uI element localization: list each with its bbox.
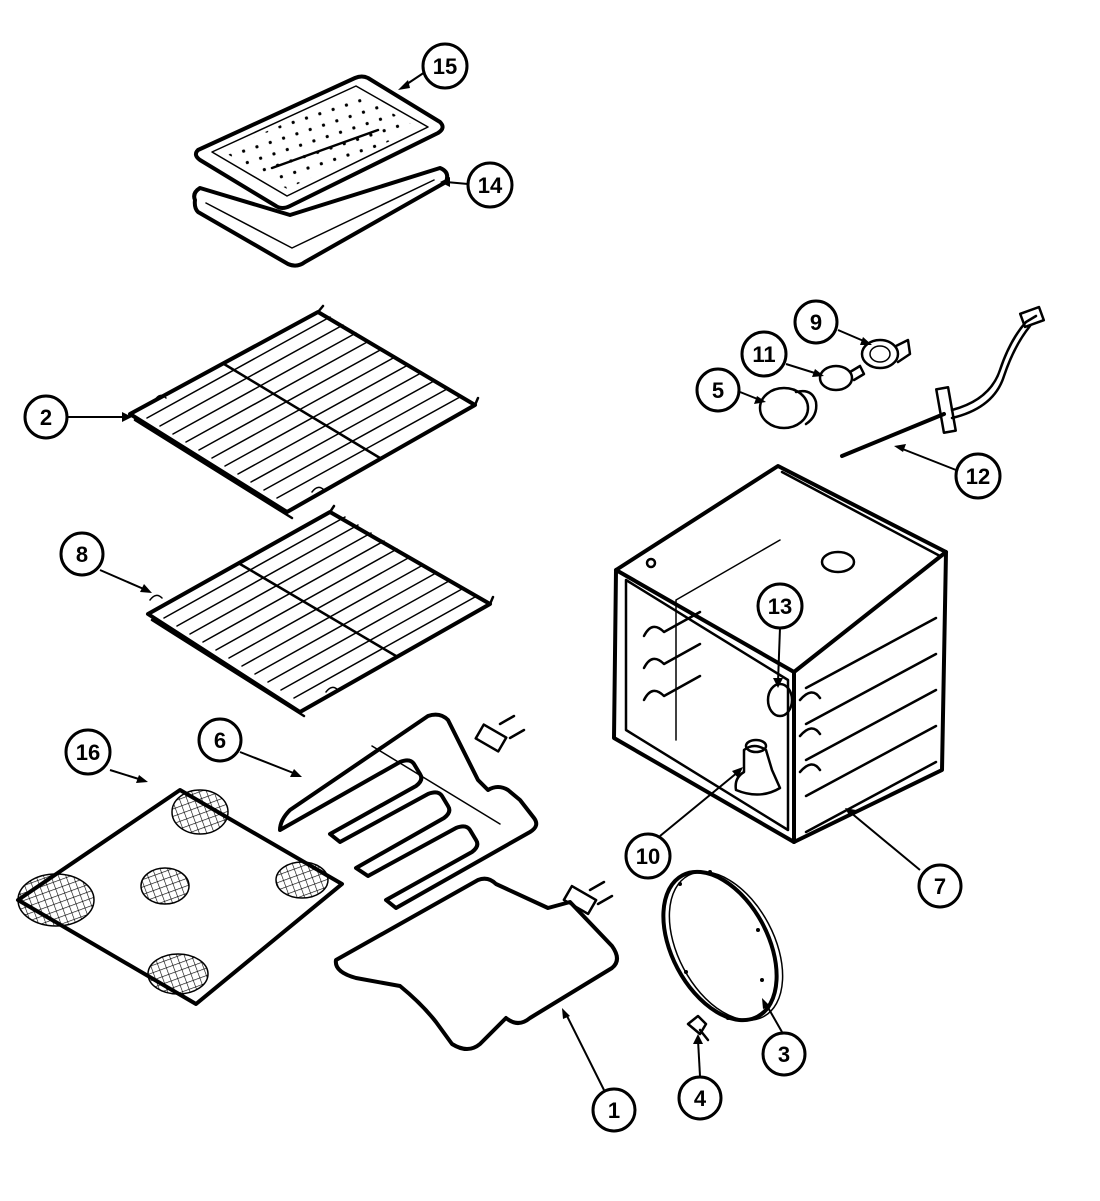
callout-16-label: 16 (76, 740, 100, 765)
oven-rack-upper (128, 304, 480, 520)
callout-15-label: 15 (433, 54, 457, 79)
callout-5-label: 5 (712, 378, 724, 403)
callout-4-label: 4 (694, 1086, 707, 1111)
callout-6-label: 6 (214, 728, 226, 753)
callout-6: 6 (197, 717, 243, 763)
bake-element (333, 876, 619, 1051)
callout-2: 2 (23, 394, 69, 440)
callout-9: 9 (793, 299, 839, 345)
callout-1: 1 (591, 1087, 637, 1133)
oven-cavity (612, 464, 948, 844)
broiler-pan-insert (193, 74, 445, 210)
light-bulb (818, 364, 866, 392)
oven-temperature-sensor (840, 305, 1046, 458)
callout-8-label: 8 (76, 542, 88, 567)
screw (686, 1014, 710, 1042)
callout-12: 12 (954, 452, 1002, 500)
lamp-lens-cover (758, 386, 818, 430)
callout-13-label: 13 (768, 594, 792, 619)
callout-8: 8 (59, 531, 105, 577)
callout-5: 5 (695, 367, 741, 413)
callout-2-label: 2 (40, 405, 52, 430)
callout-13: 13 (756, 582, 804, 630)
callout-4: 4 (677, 1075, 723, 1121)
callout-3: 3 (761, 1031, 807, 1077)
callout-12-label: 12 (966, 464, 990, 489)
callout-11: 11 (740, 330, 788, 378)
callout-7-label: 7 (934, 874, 946, 899)
callout-9-label: 9 (810, 310, 822, 335)
callout-11-label: 11 (752, 342, 775, 367)
callout-14-label: 14 (478, 173, 503, 198)
oven-bottom-mesh-filter (16, 788, 344, 1006)
callout-1-label: 1 (608, 1098, 620, 1123)
lamp-receptacle (860, 338, 912, 370)
rear-cover-plate (661, 869, 784, 1023)
callout-3-label: 3 (778, 1042, 790, 1067)
oven-rack-lower (146, 504, 495, 718)
callout-10-label: 10 (636, 844, 660, 869)
callout-15: 15 (421, 42, 469, 90)
leader-lines (66, 71, 957, 1091)
callout-7: 7 (917, 863, 963, 909)
callout-14: 14 (466, 161, 514, 209)
callout-16: 16 (64, 728, 112, 776)
callout-10: 10 (624, 832, 672, 880)
broiler-pan (192, 166, 450, 268)
broil-element (278, 712, 539, 910)
